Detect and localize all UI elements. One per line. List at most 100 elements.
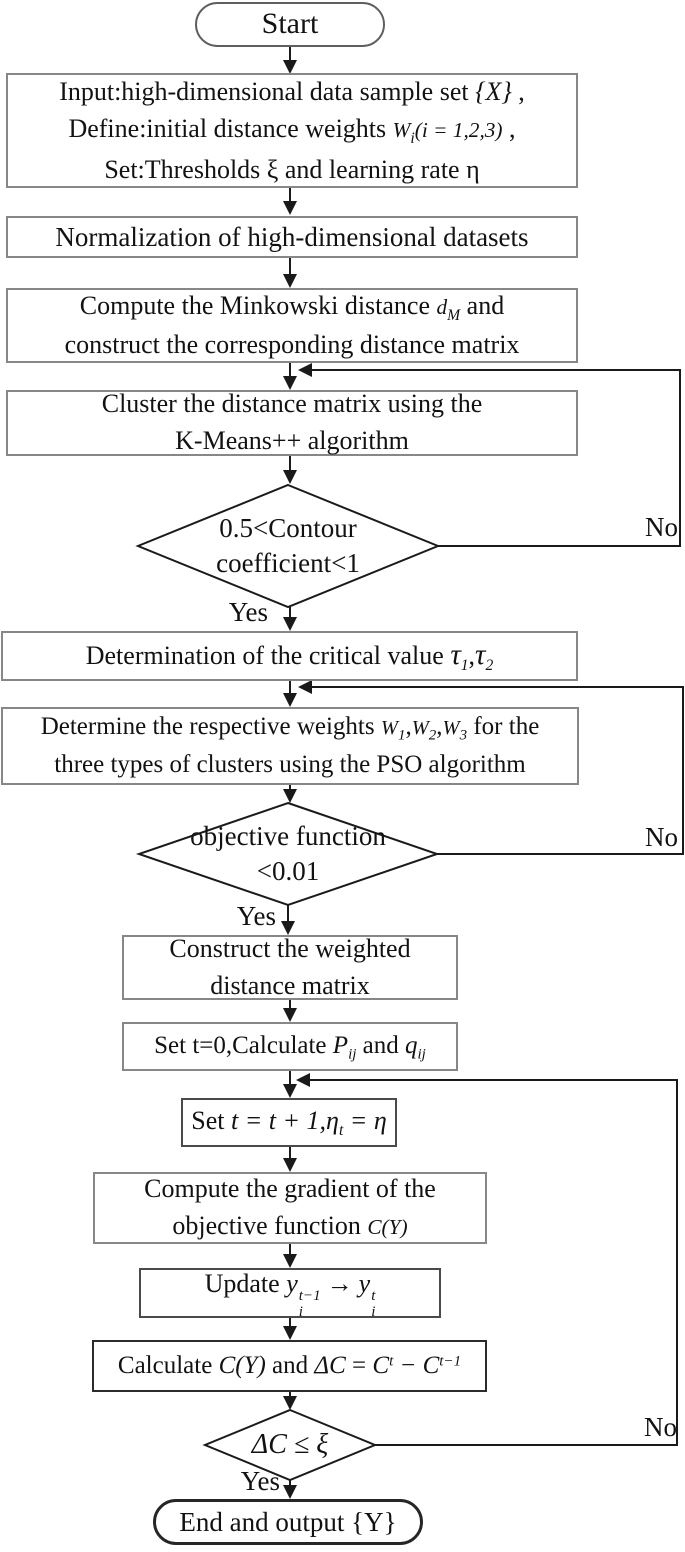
w3-sub: 3 [459,727,468,744]
process-calculate-delta: Calculate C(Y) and ΔC = Ct − Ct−1 [92,1340,487,1392]
label-no-objective: No [600,822,678,853]
minkowski-line2-text: construct the corresponding distance mat… [64,329,520,359]
eta-sub: t [338,1121,344,1139]
set-x-math: {X} [475,76,512,106]
start-label: Start [261,7,319,41]
yes-text: Yes [236,901,276,931]
pso-line1-text: Determine the respective weights [40,713,381,741]
calc-and: and [265,1352,315,1380]
c-t-sup: t [389,1353,394,1370]
calc-line: Calculate C(Y) and ΔC = Ct − Ct−1 [118,1348,461,1384]
decision-objective-text: objective function <0.01 [160,812,416,896]
pso-line1-post: for the [467,713,540,741]
p-sub: ij [348,1046,357,1063]
set-t1-line: Set t = t + 1,ηt = η [191,1103,386,1142]
start-node: Start [195,2,385,47]
arrowhead-icon [283,1008,297,1022]
yes-text: Yes [228,597,268,627]
arrowhead-icon [283,274,297,288]
arrowhead-left-icon [298,363,312,377]
calc-minus: − [393,1352,423,1380]
no-text: No [644,1412,677,1442]
input-line1-text: Input:high-dimensional data sample set [59,76,476,106]
decision-delta-shape [202,1408,378,1482]
calc-eq: = [345,1352,373,1380]
w-comma2: , [436,713,443,741]
tau1-sub: 1 [460,656,469,674]
y-old-sup: t−1 [298,1288,321,1305]
decision-contour-text: 0.5<Contour coefficient<1 [160,505,416,587]
c-t-math: C [372,1352,390,1380]
process-gradient: Compute the gradient of the objective fu… [93,1172,487,1244]
w1-math: W [380,717,398,740]
c-t1-sup: t−1 [439,1353,462,1370]
arrowhead-icon [283,617,297,631]
objective-line1-text: objective function [190,820,386,851]
calc-cy-math: C(Y) [218,1352,266,1380]
w-comma1: , [405,713,412,741]
minkowski-line-2: construct the corresponding distance mat… [65,327,520,364]
loop-objective-no [300,686,684,855]
arrowhead-icon [283,1158,297,1172]
delta-condition-text: ΔC ≤ ξ [251,1428,329,1460]
decision-contour-shape [135,483,441,609]
arrowhead-icon [283,1326,297,1340]
critical-line: Determination of the critical value τ1,τ… [86,635,494,677]
arrowhead-icon [283,470,297,484]
label-yes-contour: Yes [188,597,268,628]
loop-contour-no [300,369,681,547]
arrowhead-left-icon [298,680,312,694]
weight-paren-math: (i = 1,2,3) [414,118,503,143]
contour-line2-text: coefficient<1 [216,548,360,578]
weight-w-math: W [392,118,411,143]
set-t0-and: and [356,1031,406,1059]
gradient-line1-text: Compute the gradient of the [144,1174,436,1204]
w1-sub: 1 [397,727,406,744]
end-node: End and output {Y} [153,1499,423,1545]
maps-to-arrow: → [326,1268,353,1298]
weighted-line1-text: Construct the weighted [169,933,411,963]
pso-line2-text: three types of clusters using the PSO al… [54,751,526,779]
pso-line-2: three types of clusters using the PSO al… [54,747,525,783]
label-no-delta: No [599,1412,677,1443]
weight-w-sub: i [410,130,415,148]
y-old-sub: i [298,1304,303,1321]
arrowhead-icon [281,921,295,935]
y-old-math: y [286,1268,298,1298]
yes-text: Yes [240,1466,280,1496]
p-math: P [332,1031,349,1059]
arrowhead-icon [283,376,297,390]
set-t0-text: Set t=0,Calculate [154,1031,333,1059]
set-t1-text: Set [191,1105,231,1135]
tau1-math: τ [450,638,461,671]
decision-delta-text: ΔC ≤ ξ [215,1418,365,1472]
minkowski-line-1: Compute the Minkowski distance dM and [80,288,504,327]
input-line3-text: Set:Thresholds ξ and learning rate η [104,154,480,184]
process-cluster-kmeans: Cluster the distance matrix using the K-… [6,389,578,456]
tau2-math: τ [475,638,486,671]
tau-comma: , [468,640,476,670]
end-label: End and output {Y} [179,1506,397,1537]
label-yes-objective: Yes [196,901,276,932]
input-line-1: Input:high-dimensional data sample set {… [59,73,525,111]
eta-eq-math: = η [343,1105,387,1135]
weighted-line2-text: distance matrix [210,970,370,1000]
no-text: No [645,822,678,852]
label-yes-delta: Yes [200,1466,280,1497]
process-weighted-matrix: Construct the weighted distance matrix [122,933,458,1000]
arrowhead-icon [283,693,297,707]
arrowhead-icon [283,1485,297,1499]
arrowhead-icon [283,201,297,215]
arrowhead-icon [283,1084,297,1098]
eta-math: η [326,1105,339,1135]
contour-line1-text: 0.5<Contour [219,512,357,543]
y-new-sup: t [371,1288,376,1305]
calc-text: Calculate [117,1352,219,1380]
cy-math: C(Y) [367,1215,408,1239]
c-t1-math: C [422,1352,440,1380]
distance-d-math: d [436,294,448,319]
input-line2-text: Define:initial distance weights [68,114,393,144]
arrowhead-icon [283,1254,297,1268]
